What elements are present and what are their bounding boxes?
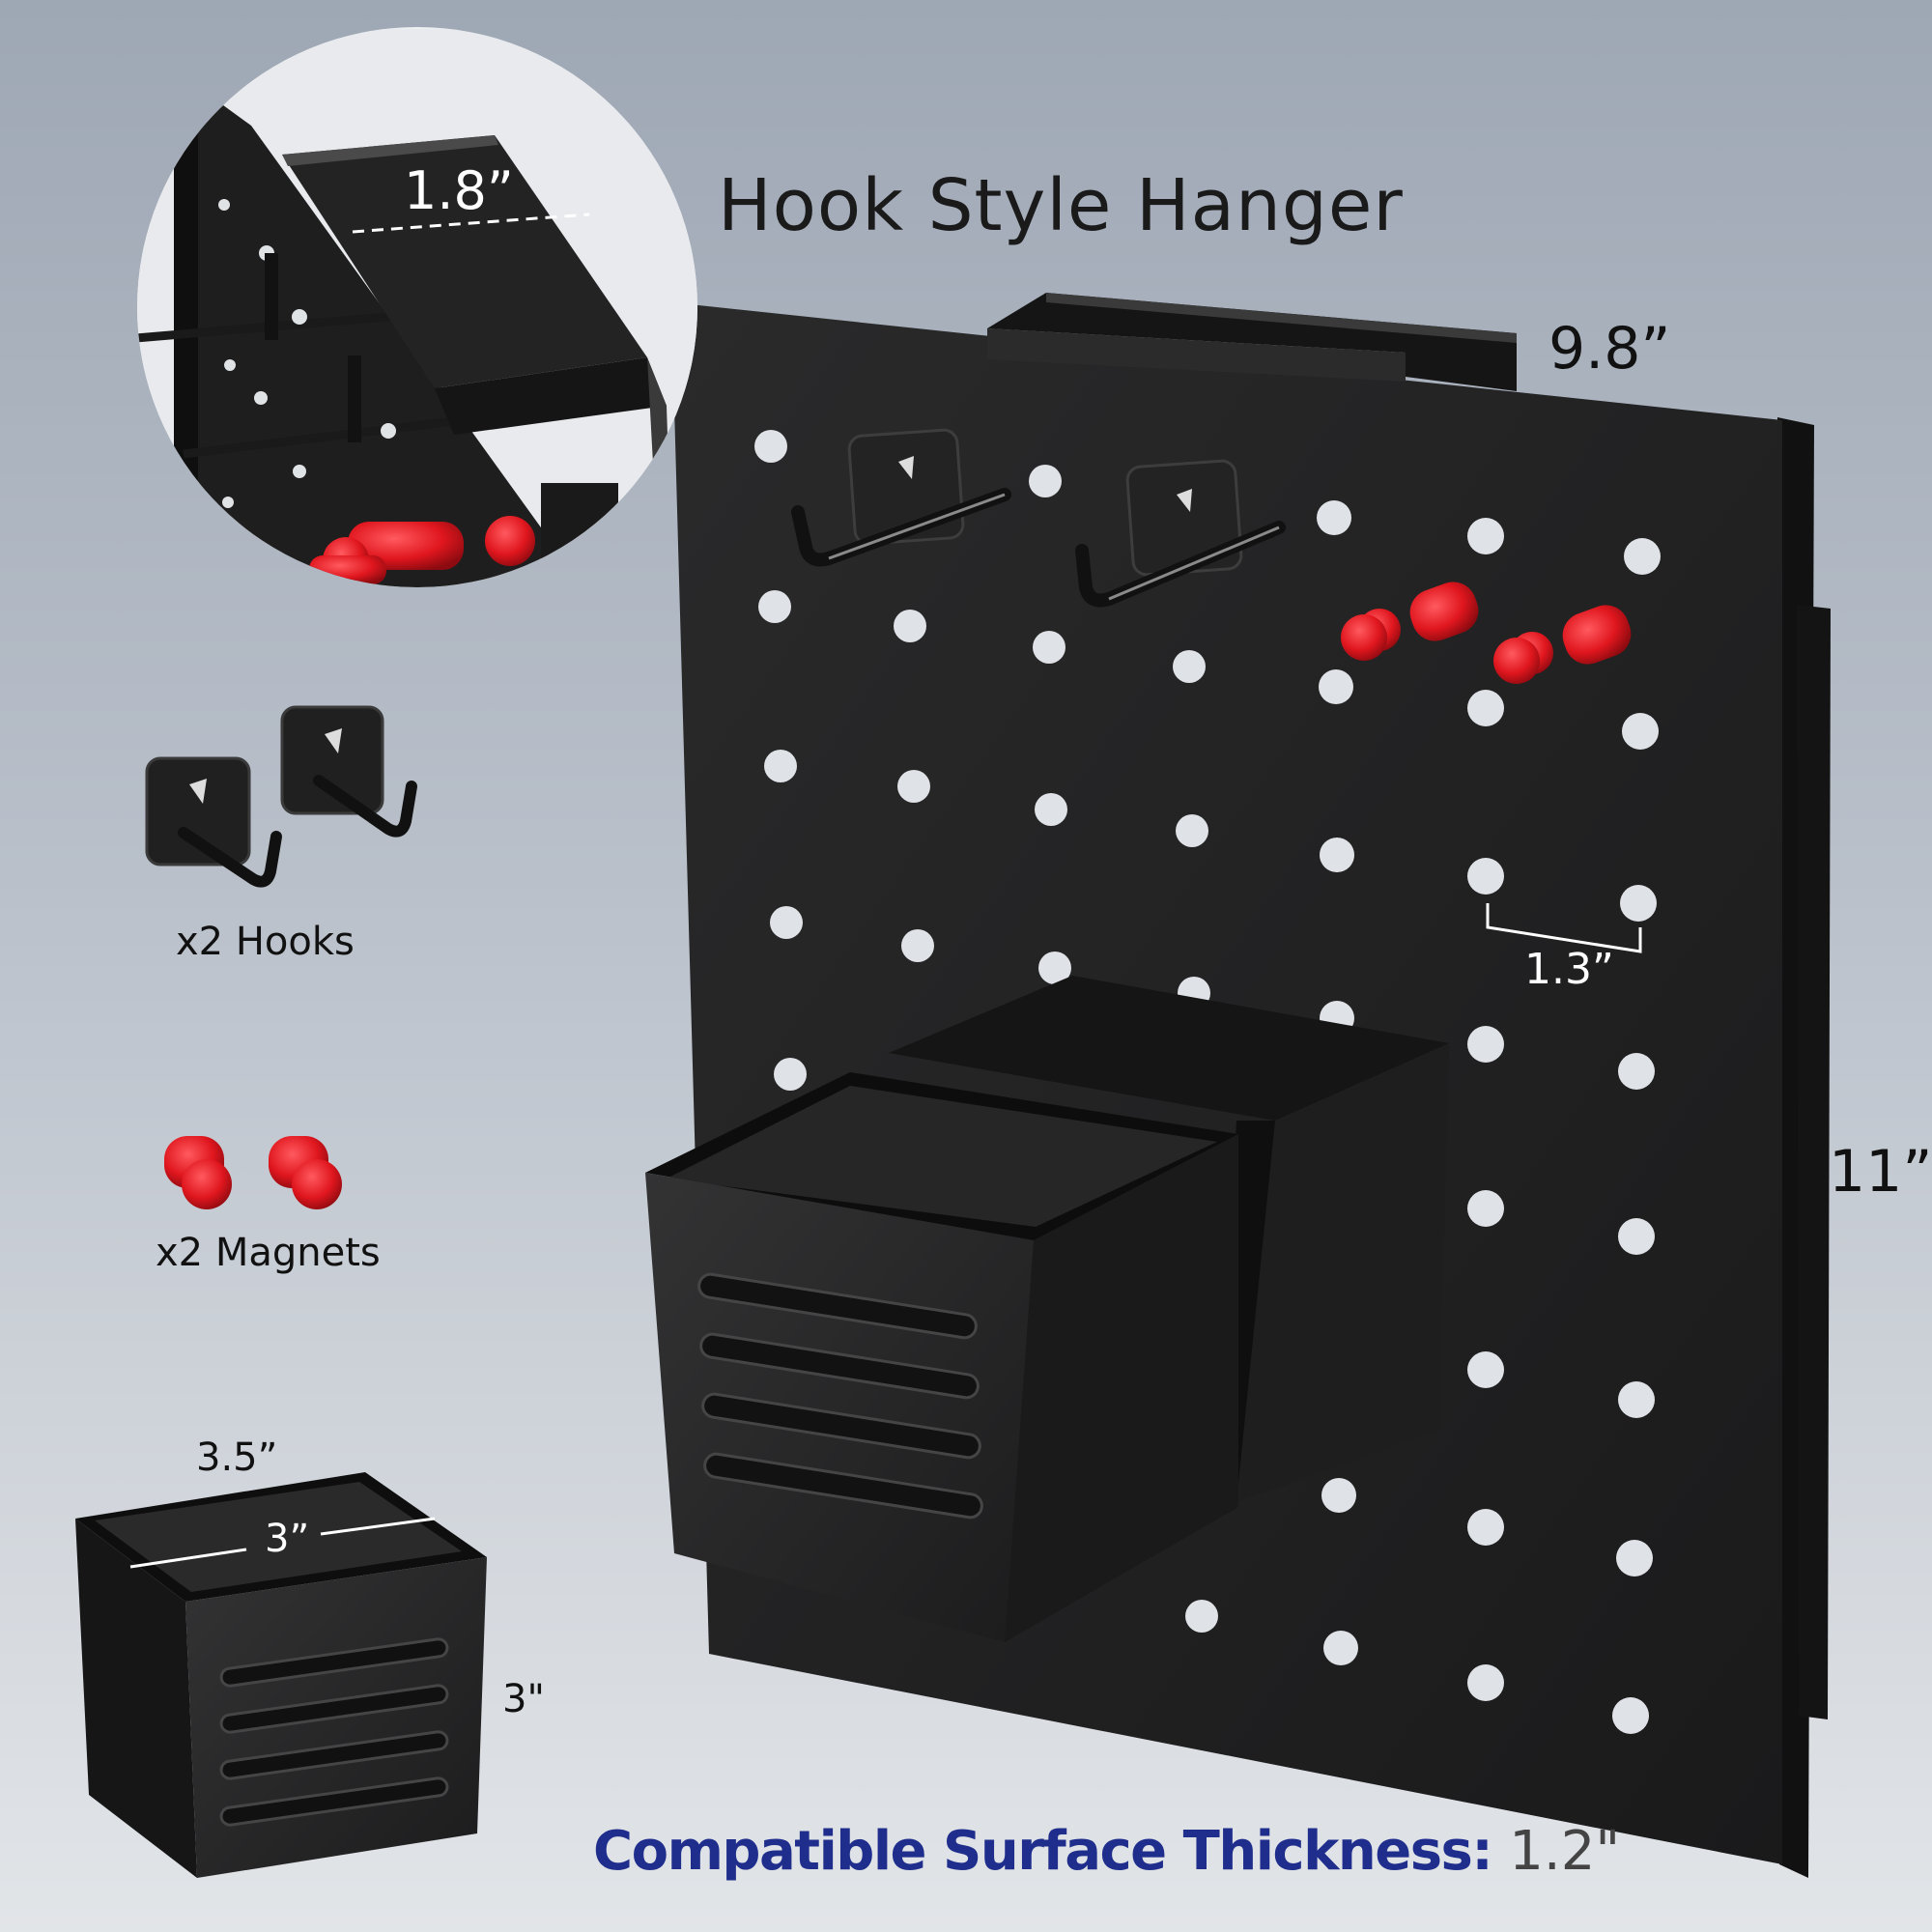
standalone-cup (75, 1472, 487, 1878)
hanger-zoom-circle (137, 27, 697, 587)
hooks-count-label: x2 Hooks (176, 920, 355, 964)
board-width-label: 9.8” (1548, 315, 1671, 383)
product-title: Hook Style Hanger (718, 164, 1404, 247)
compatibility-value: 1.2" (1509, 1820, 1621, 1883)
board-height-label: 11” (1829, 1138, 1932, 1206)
magnets-count-label: x2 Magnets (156, 1231, 381, 1275)
spacing-bracket (1486, 903, 1642, 953)
board-magnet-right (1493, 605, 1632, 684)
hanger-depth-label: 1.8” (404, 160, 514, 221)
accessory-hooks (145, 705, 417, 888)
compatibility-line: Compatible Surface Thickness: 1.2" (593, 1820, 1620, 1883)
board-magnet-left (1341, 582, 1479, 661)
cup-depth-label: 3” (265, 1517, 310, 1561)
hole-spacing-label: 1.3” (1524, 945, 1614, 994)
compatibility-label: Compatible Surface Thickness: (593, 1820, 1493, 1883)
board-cup-front (645, 1072, 1238, 1642)
hanger-depth-line (352, 213, 590, 234)
cup-width-label: 3.5” (196, 1435, 278, 1480)
accessory-magnets (164, 1136, 342, 1209)
cup-height-label: 3" (502, 1677, 545, 1721)
board-hook-right (1075, 459, 1286, 608)
board-hook-left (791, 428, 1011, 567)
